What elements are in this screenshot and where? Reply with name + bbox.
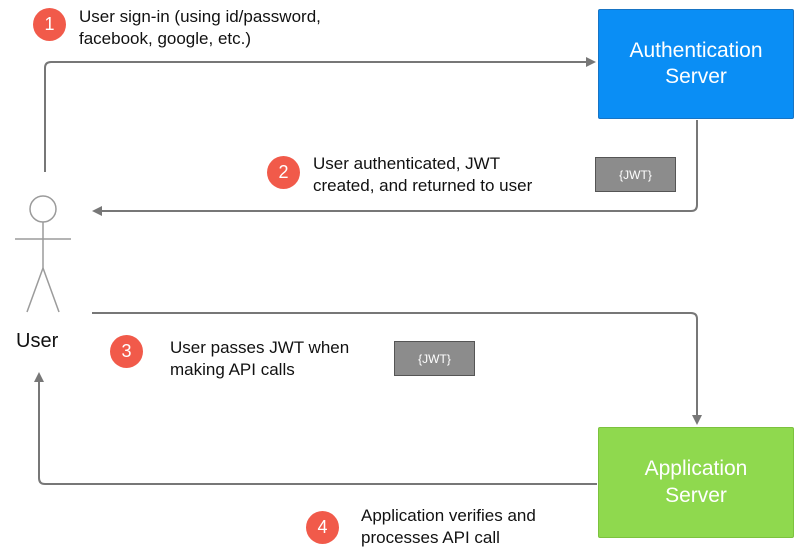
jwt-token-returned: {JWT} xyxy=(595,157,676,192)
step-4-badge: 4 xyxy=(306,511,339,544)
authentication-server-box: Authentication Server xyxy=(598,9,794,119)
arrow-response xyxy=(34,372,597,485)
step-3-badge: 3 xyxy=(110,335,143,368)
jwt-token-passed: {JWT} xyxy=(394,341,475,376)
step-2-badge: 2 xyxy=(267,156,300,189)
application-server-box: Application Server xyxy=(598,427,794,538)
step-2-label: User authenticated, JWT created, and ret… xyxy=(313,154,533,195)
step-3-label: User passes JWT when making API calls xyxy=(170,338,350,379)
step-4-label: Application verifies and processes API c… xyxy=(361,506,536,547)
arrow-authenticated xyxy=(92,120,698,216)
step-1-badge: 1 xyxy=(33,8,66,41)
arrow-sign-in xyxy=(44,57,596,172)
step-1-label: User sign-in (using id/password, faceboo… xyxy=(79,7,321,48)
user-label: User xyxy=(16,330,59,352)
arrow-api-call xyxy=(92,312,702,425)
stick-figure-user-icon xyxy=(15,195,71,313)
